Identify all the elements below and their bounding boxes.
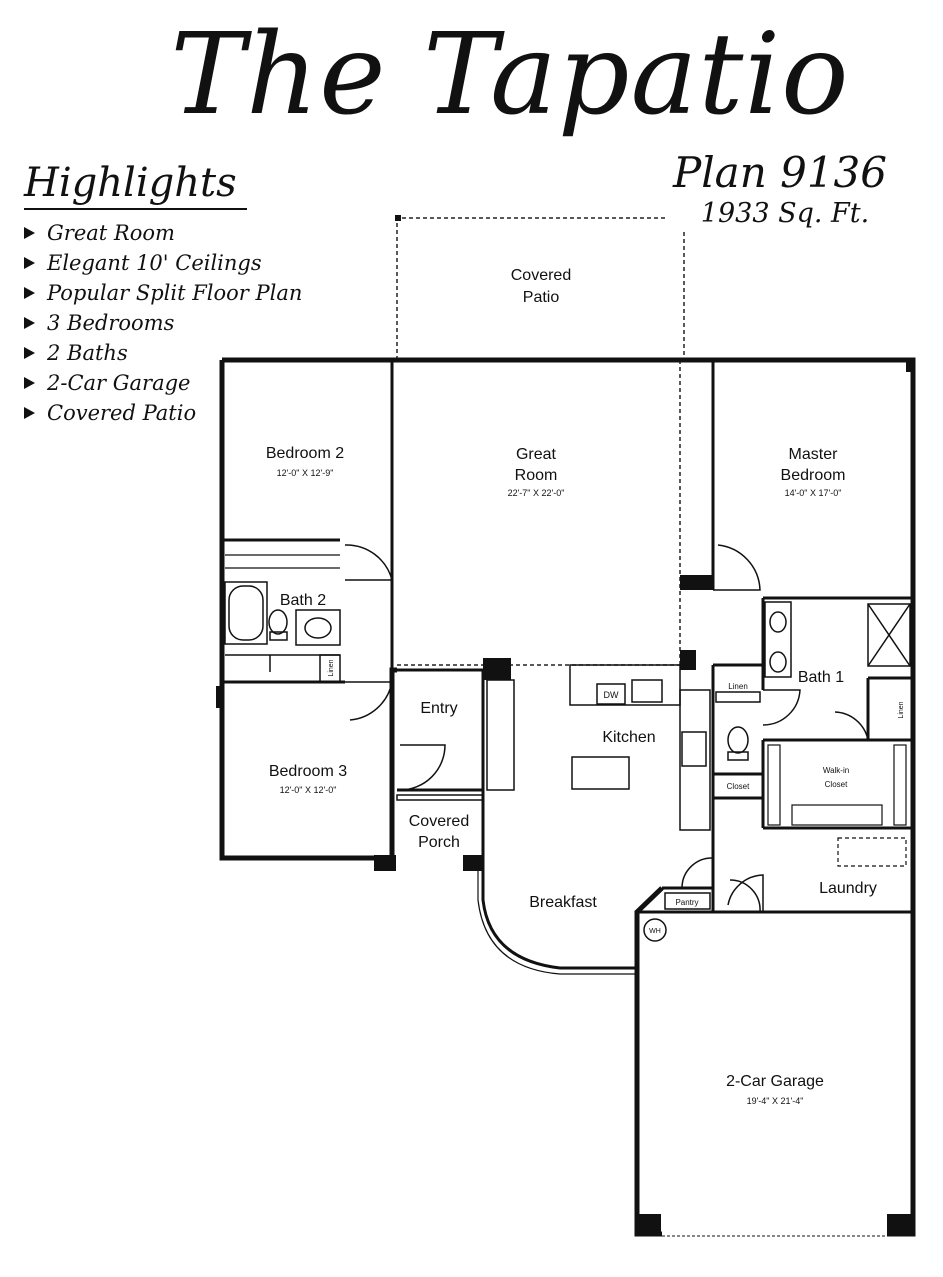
highlight-text: 3 Bedrooms xyxy=(47,311,175,335)
arrow-bullet-icon xyxy=(24,377,35,389)
interior-walls xyxy=(222,360,913,914)
arrow-bullet-icon xyxy=(24,227,35,239)
garage-dims: 19'-4" X 21'-4" xyxy=(747,1096,804,1106)
master-bedroom-label: Bedroom xyxy=(781,467,846,484)
arrow-bullet-icon xyxy=(24,257,35,269)
entry-label: Entry xyxy=(420,700,457,717)
highlight-item: 3 Bedrooms xyxy=(24,308,302,338)
highlight-item: 2-Car Garage xyxy=(24,368,302,398)
covered-patio-outline xyxy=(396,217,685,666)
bath1-label: Bath 1 xyxy=(798,669,844,686)
master-bedroom-label: Master xyxy=(789,446,839,463)
arrow-bullet-icon xyxy=(24,347,35,359)
highlight-item: Great Room xyxy=(24,218,302,248)
linen-label: Linen xyxy=(728,682,748,691)
covered-patio-label: Patio xyxy=(523,289,560,306)
bedroom2-dims: 12'-0" X 12'-9" xyxy=(277,468,334,478)
covered-porch-label: Covered xyxy=(409,813,469,830)
highlight-text: Popular Split Floor Plan xyxy=(47,281,303,305)
linen-label: Linen xyxy=(898,701,905,718)
highlight-text: 2 Baths xyxy=(47,341,128,365)
plan-number: Plan 9136 xyxy=(672,148,888,197)
great-room-label: Room xyxy=(515,467,558,484)
closet-shelving xyxy=(767,744,907,867)
highlights-list: Great Room Elegant 10' Ceilings Popular … xyxy=(24,218,302,428)
door-swings xyxy=(344,544,869,913)
highlight-text: Covered Patio xyxy=(47,401,197,425)
highlight-text: Great Room xyxy=(47,221,175,245)
arrow-bullet-icon xyxy=(24,287,35,299)
square-footage: 1933 Sq. Ft. xyxy=(700,198,870,229)
highlight-item: Popular Split Floor Plan xyxy=(24,278,302,308)
highlight-text: Elegant 10' Ceilings xyxy=(47,251,262,275)
great-room-label: Great xyxy=(516,446,557,463)
water-heater-icon xyxy=(643,918,667,942)
highlights-heading: Highlights xyxy=(24,158,247,210)
highlight-item: 2 Baths xyxy=(24,338,302,368)
highlight-item: Covered Patio xyxy=(24,398,302,428)
covered-patio-label: Covered xyxy=(511,267,571,284)
bath1-fixtures xyxy=(715,601,911,761)
great-room-dims: 22'-7" X 22'-0" xyxy=(508,488,565,498)
bath2-fixtures xyxy=(224,581,341,683)
bath2-counter xyxy=(225,554,340,569)
wall-blocks xyxy=(216,360,915,1236)
water-heater-label: WH xyxy=(649,928,661,935)
kitchen-fixtures xyxy=(396,664,711,831)
arrow-bullet-icon xyxy=(24,407,35,419)
walk-in-closet-label: Closet xyxy=(825,780,848,789)
bedroom3-label: Bedroom 3 xyxy=(269,763,347,780)
bath2-label: Bath 2 xyxy=(280,592,326,609)
bedroom2-label: Bedroom 2 xyxy=(266,445,344,462)
breakfast-label: Breakfast xyxy=(529,894,597,911)
dishwasher-label: DW xyxy=(604,690,619,700)
arrow-bullet-icon xyxy=(24,317,35,329)
walk-in-closet-label: Walk-in xyxy=(823,766,849,775)
pantry-box xyxy=(664,892,711,910)
highlight-item: Elegant 10' Ceilings xyxy=(24,248,302,278)
master-bedroom-dims: 14'-0" X 17'-0" xyxy=(785,488,842,498)
linen-label: Linen xyxy=(328,659,335,676)
highlight-text: 2-Car Garage xyxy=(47,371,191,395)
plan-title: The Tapatio xyxy=(170,10,850,140)
bedroom3-dims: 12'-0" X 12'-0" xyxy=(280,785,337,795)
laundry-label: Laundry xyxy=(819,880,877,897)
pantry-label: Pantry xyxy=(675,898,698,907)
kitchen-label: Kitchen xyxy=(602,729,655,746)
closet-label: Closet xyxy=(727,782,750,791)
breakfast-bay-wall xyxy=(481,858,637,970)
covered-porch-label: Porch xyxy=(418,834,460,851)
garage-label: 2-Car Garage xyxy=(726,1073,824,1090)
